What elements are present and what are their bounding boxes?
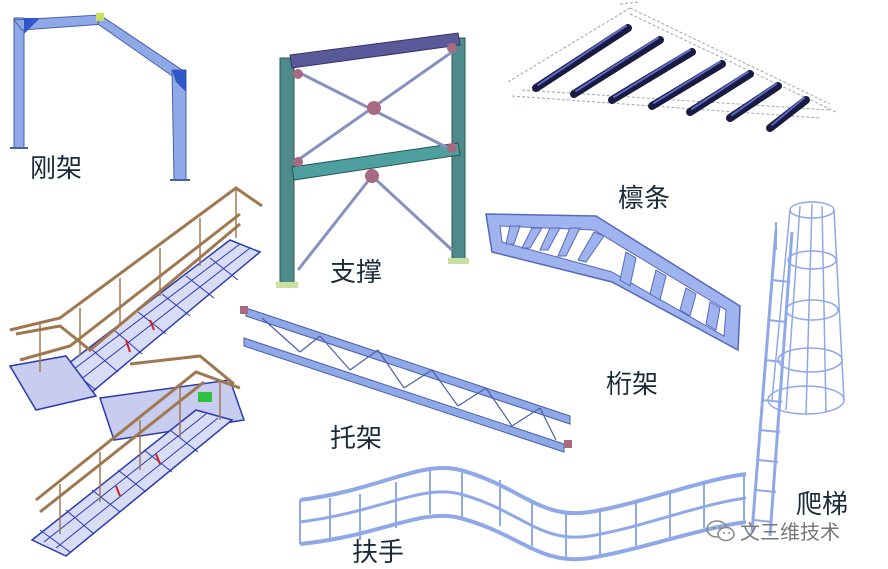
watermark-text: 文三维技术: [740, 520, 840, 544]
label-bracing: 支撑: [330, 258, 383, 288]
label-rigid-frame: 刚架: [30, 154, 83, 184]
wechat-icon: [706, 519, 735, 541]
label-ladder: 爬梯: [796, 490, 849, 520]
label-bracket: 托架: [330, 424, 383, 454]
cage-ladder-model: [750, 201, 845, 537]
handrail-model: [299, 465, 747, 562]
staircase-model: [8, 186, 263, 557]
bracket-truss-model: [240, 306, 572, 453]
bracing-frame-model: [276, 32, 469, 288]
truss-model: [485, 213, 741, 352]
purlin-model: [507, 1, 837, 132]
label-truss: 桁架: [606, 370, 659, 400]
label-purlin: 檩条: [618, 184, 671, 214]
rigid-frame-model: [10, 13, 190, 181]
watermark: 文三维技术: [706, 516, 840, 545]
label-handrail: 扶手: [352, 538, 405, 568]
